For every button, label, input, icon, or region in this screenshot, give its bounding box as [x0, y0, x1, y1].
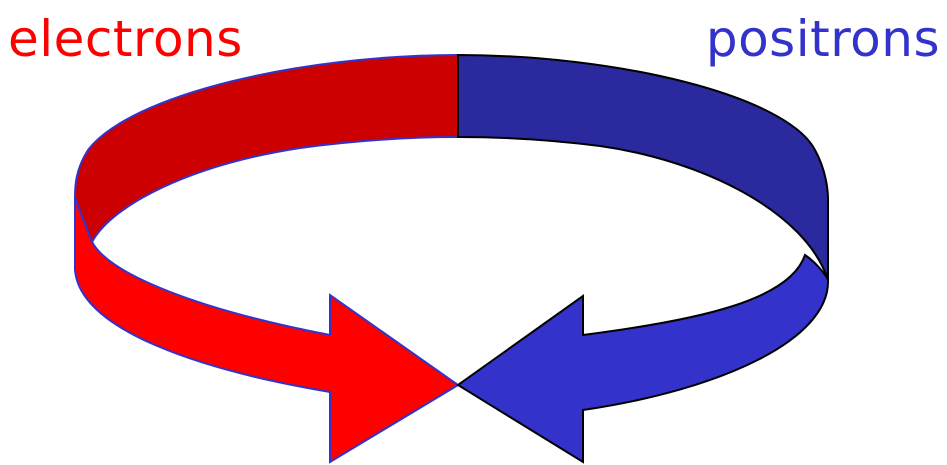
- positron-ring-back-band: [457, 53, 829, 281]
- positrons-label: positrons: [706, 10, 940, 68]
- positron-arrow: [456, 253, 830, 464]
- electron-ring-back-band: [73, 53, 459, 245]
- electrons-label: electrons: [8, 10, 243, 68]
- electron-arrow: [74, 197, 460, 464]
